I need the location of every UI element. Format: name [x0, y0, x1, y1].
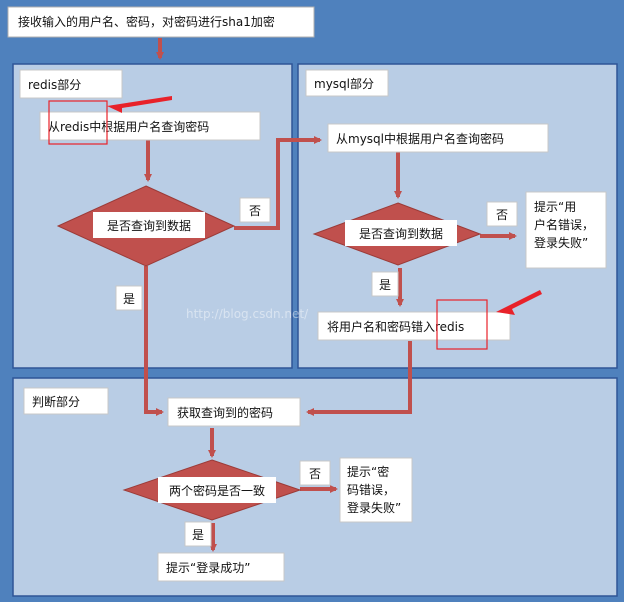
mysql-yes-label: 是 [379, 278, 391, 292]
mysql-query-box [327, 123, 549, 153]
redis-no-label: 否 [249, 204, 261, 218]
password-error-line-1: 提示“密 [347, 464, 389, 479]
mysql-decision-box [345, 220, 457, 246]
compare-yes-label: 是 [192, 528, 204, 542]
mysql-error-box [525, 191, 607, 269]
redis-decision-box [93, 212, 205, 238]
redis-decision-label: 是否查询到数据 [107, 218, 191, 233]
mysql-decision-label: 是否查询到数据 [359, 226, 443, 241]
mysql-no-box [486, 201, 518, 227]
redis-label-box [19, 69, 123, 99]
compare-no-label: 否 [309, 467, 321, 481]
watermark: http://blog.csdn.net/ [186, 307, 309, 321]
connectors [144, 38, 517, 552]
get-password-label: 获取查询到的密码 [177, 405, 273, 420]
judge-section-label: 判断部分 [32, 394, 80, 409]
redis-yes-box [115, 285, 143, 311]
compare-no-box [299, 460, 331, 486]
compare-decision-box [158, 477, 276, 503]
redis-section-label: redis部分 [28, 77, 81, 92]
edge-redis-no [234, 136, 322, 230]
mysql-label-box [305, 69, 389, 97]
judge-label-box [23, 387, 109, 415]
redis-no-box [239, 197, 271, 223]
redis-query-label: 从redis中根据用户名查询密码 [48, 119, 209, 134]
header-box [7, 6, 315, 38]
compare-decision-label: 两个密码是否一致 [169, 483, 265, 498]
compare-yes-box [184, 521, 212, 547]
password-error-line-2: 码错误， [347, 483, 395, 497]
redis-yes-label: 是 [123, 292, 135, 306]
redis-query-box [39, 111, 261, 141]
highlight-box-redis [48, 100, 108, 145]
header-title: 接收输入的用户名、密码，对密码进行sha1加密 [18, 14, 275, 29]
mysql-query-label: 从mysql中根据用户名查询密码 [336, 131, 504, 146]
mysql-error-line-2: 户名错误， [534, 217, 594, 232]
mysql-error-line-3: 登录失败” [534, 235, 588, 250]
annotation-arrow-redis-icon [107, 96, 172, 113]
login-success-label: 提示“登录成功” [166, 560, 250, 575]
write-redis-box [317, 311, 511, 341]
password-error-box [339, 457, 413, 523]
mysql-section-label: mysql部分 [314, 76, 374, 91]
mysql-no-label: 否 [496, 208, 508, 222]
mysql-yes-box [371, 271, 399, 297]
mysql-error-line-1: 提示“用 [534, 199, 576, 214]
get-password-box [167, 397, 301, 427]
write-redis-label: 将用户名和密码错入redis [327, 319, 464, 334]
edge-redis-write-to-get [306, 341, 412, 416]
annotation-arrow-write-redis-icon [496, 290, 542, 315]
highlight-box-write-redis [436, 299, 488, 350]
edge-redis-yes [144, 266, 164, 416]
password-error-line-3: 登录失败” [347, 500, 401, 515]
login-success-box [157, 552, 285, 582]
